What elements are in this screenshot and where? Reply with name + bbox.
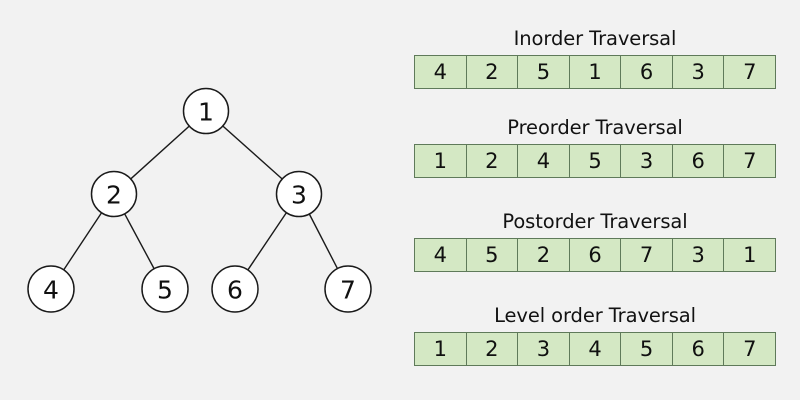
tree-node-circle	[211, 265, 259, 313]
tree-node-circle	[27, 265, 75, 313]
traversal-cell: 5	[466, 239, 519, 271]
traversal-cell: 7	[724, 56, 776, 88]
traversal-cell: 5	[518, 56, 570, 88]
tree-node-circle	[182, 87, 230, 135]
traversal-cell: 6	[672, 145, 725, 177]
traversal-title-levelorder: Level order Traversal	[494, 304, 696, 327]
traversal-cell: 7	[724, 145, 776, 177]
tree-node-circle	[275, 170, 323, 218]
traversal-cell: 2	[466, 56, 519, 88]
traversal-cell: 5	[621, 333, 673, 365]
tree-node-2[interactable]: 2	[90, 170, 138, 218]
tree-edge-2-5	[124, 213, 155, 270]
tree-node-3[interactable]: 3	[275, 170, 323, 218]
tree-edge-3-6	[247, 212, 288, 271]
tree-edge-group	[63, 125, 339, 271]
tree-node-label: 7	[340, 276, 356, 305]
tree-node-circle	[324, 265, 372, 313]
traversal-title-inorder: Inorder Traversal	[513, 27, 677, 50]
traversal-cell: 6	[672, 333, 725, 365]
traversal-cell: 1	[415, 333, 467, 365]
traversal-title-postorder: Postorder Traversal	[502, 210, 688, 233]
traversal-cell: 3	[672, 56, 725, 88]
traversal-cell: 5	[569, 145, 622, 177]
tree-node-label: 2	[106, 181, 122, 210]
tree-node-circle	[141, 265, 189, 313]
traversal-cell: 6	[621, 56, 673, 88]
traversal-cell: 4	[518, 145, 570, 177]
traversal-cell: 3	[621, 145, 673, 177]
tree-edge-2-4	[63, 212, 103, 271]
traversal-cell: 1	[569, 56, 622, 88]
tree-node-label: 3	[291, 181, 307, 210]
traversal-cell: 7	[621, 239, 673, 271]
tree-edge-1-2	[130, 125, 190, 180]
binary-tree-diagram: 1 2 3 4 5 6 7	[27, 87, 372, 313]
traversal-cell: 7	[724, 333, 776, 365]
traversal-cell: 4	[415, 56, 467, 88]
tree-node-label: 1	[198, 98, 214, 127]
traversal-cell: 4	[569, 333, 622, 365]
tree-canvas: 1 2 3 4 5 6 7	[27, 87, 372, 313]
tree-node-label: 5	[157, 276, 173, 305]
tree-node-circle	[90, 170, 138, 218]
traversal-cell: 3	[672, 239, 725, 271]
traversal-cell: 2	[466, 145, 519, 177]
traversal-cell: 2	[518, 239, 570, 271]
traversal-cell: 2	[466, 333, 519, 365]
tree-node-label: 6	[227, 276, 243, 305]
tree-node-6[interactable]: 6	[211, 265, 259, 313]
traversal-cell: 1	[415, 145, 467, 177]
tree-node-1[interactable]: 1	[182, 87, 230, 135]
traversal-cell: 1	[724, 239, 776, 271]
traversal-cell: 4	[415, 239, 467, 271]
tree-node-4[interactable]: 4	[27, 265, 75, 313]
tree-edge-1-3	[222, 125, 283, 180]
traversal-title-preorder: Preorder Traversal	[507, 116, 683, 139]
tree-edge-3-7	[308, 213, 339, 269]
traversal-cell: 6	[569, 239, 622, 271]
tree-node-label: 4	[43, 276, 59, 305]
tree-node-7[interactable]: 7	[324, 265, 372, 313]
tree-node-5[interactable]: 5	[141, 265, 189, 313]
tree-node-group: 1 2 3 4 5 6 7	[27, 87, 372, 313]
traversal-cell: 3	[518, 333, 570, 365]
